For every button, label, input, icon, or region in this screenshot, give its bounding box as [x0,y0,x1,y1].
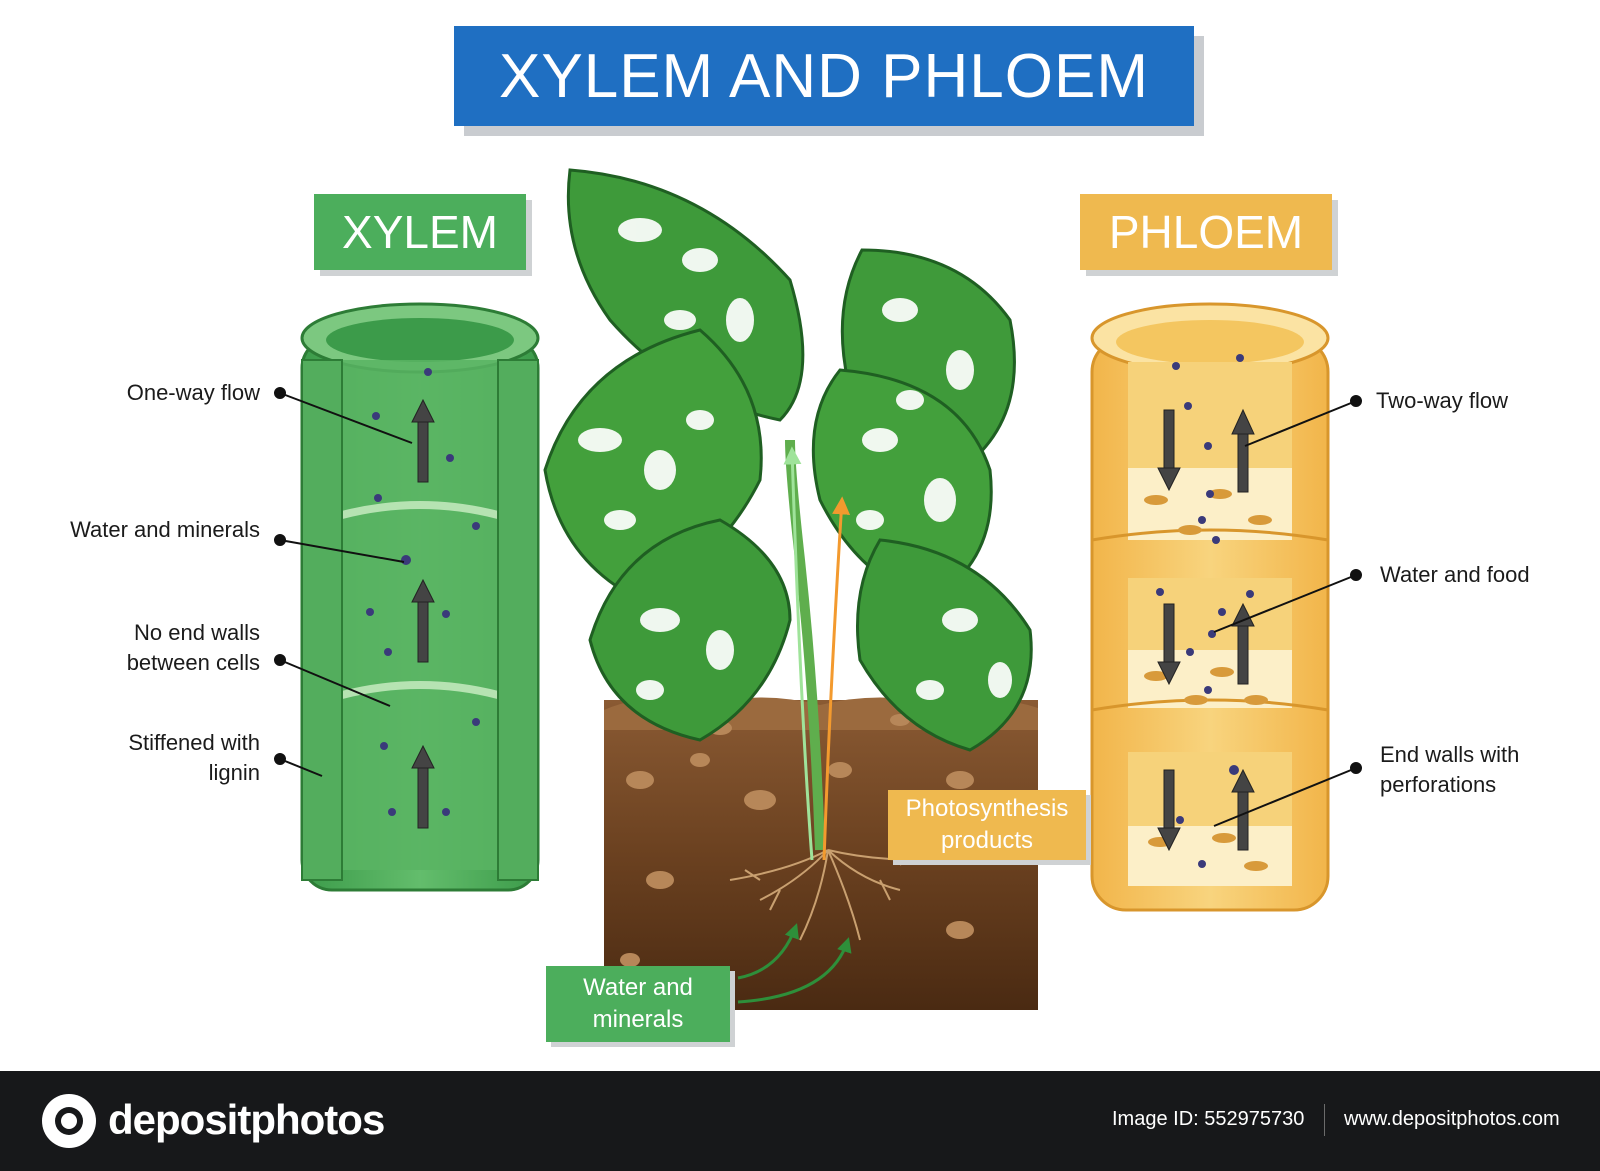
footer-divider [1324,1104,1325,1136]
label-stiffened-lignin: Stiffened with lignin [128,730,260,785]
phloem-leader-lines [1213,395,1362,827]
phloem-heading-box: PHLOEM [1080,194,1332,270]
xylem-flow-arrow [783,446,814,861]
label-end-walls-perforations: End walls with perforations [1380,742,1520,797]
photosynthesis-note: Photosynthesis products [888,790,1086,860]
label-water-minerals: Water and minerals [70,517,260,542]
watermark-footer [0,1071,1600,1171]
xylem-heading-box: XYLEM [314,194,526,270]
phloem-heading: PHLOEM [1108,206,1304,258]
root-water-arrow-left [737,923,799,980]
root-water-arrow-right [737,937,852,1004]
footer-site-link[interactable]: www.depositphotos.com [1344,1108,1560,1130]
plant-leaves [543,168,1033,851]
xylem-heading: XYLEM [342,206,498,258]
water-minerals-note: Water and minerals [546,966,730,1042]
footer-image-id: Image ID: 552975730 [1112,1108,1305,1130]
label-two-way-flow: Two-way flow [1376,388,1509,413]
xylem-vessel [300,302,540,892]
photosynthesis-note-text: Photosynthesis products [905,795,1069,854]
phloem-vessel [1090,302,1330,912]
label-water-food: Water and food [1380,562,1530,587]
label-one-way-flow: One-way flow [126,380,260,405]
xylem-leader-lines [274,387,413,777]
camera-logo-icon [42,1094,96,1148]
label-no-end-walls: No end walls between cells [126,620,260,675]
page-title: XYLEM AND PHLOEM [499,41,1149,111]
plant-roots [729,849,921,941]
phloem-flow-arrow [822,496,851,861]
title-banner: XYLEM AND PHLOEM [454,26,1194,126]
water-minerals-note-text: Water and minerals [583,974,693,1033]
footer-logo-text: depositphotos [108,1096,385,1143]
